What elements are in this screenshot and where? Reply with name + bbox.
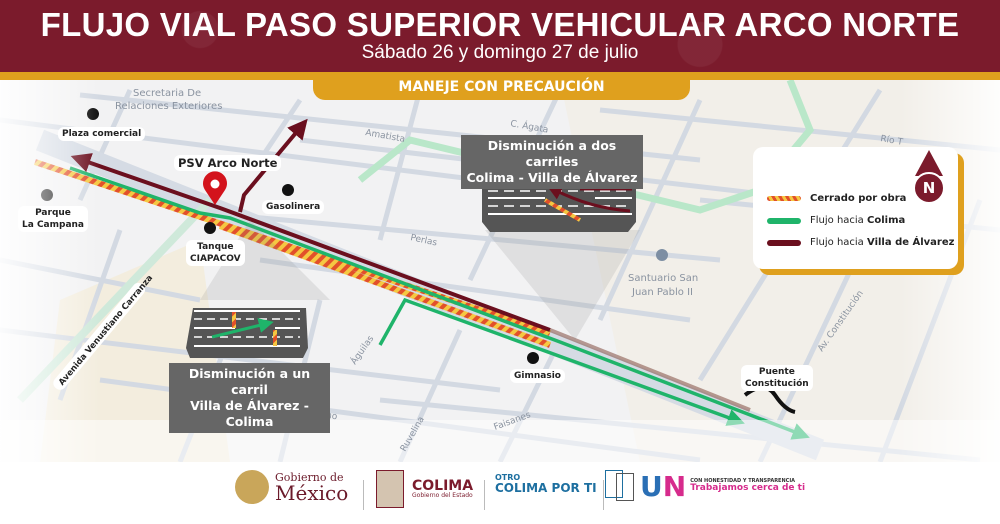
caution-banner: MANEJE CON PRECAUCIÓN	[313, 76, 690, 100]
logo-trabajamos: UN CON HONESTIDAD Y TRANSPARENCIA Trabaj…	[616, 470, 805, 503]
logo-text: COLIMA POR TI	[495, 481, 597, 495]
poi-label-tanque: Tanque CIAPACOV	[186, 240, 245, 266]
logo-colima-gobierno: COLIMA Gobierno del Estado	[376, 470, 473, 508]
svg-text:Relaciones Exteriores: Relaciones Exteriores	[115, 101, 222, 112]
logo-text: Gobierno del Estado	[412, 492, 473, 499]
logo-text: OTRO	[495, 473, 521, 482]
legend-colima: Flujo hacia Colima	[767, 215, 905, 226]
crest-icon	[376, 470, 404, 508]
callout-line: Villa de Álvarez - Colima	[190, 398, 309, 429]
legend-text: Flujo hacia	[810, 215, 867, 226]
poi-label-parque: Parque La Campana	[18, 206, 88, 232]
callout-line: Disminución a dos carriles	[487, 138, 617, 169]
svg-text:Río T: Río T	[879, 134, 904, 148]
svg-text:Juan Pablo II: Juan Pablo II	[631, 287, 693, 298]
svg-text:Secretaria De: Secretaria De	[133, 88, 201, 99]
footer	[0, 462, 1000, 524]
logo-otro-colima: OTRO COLIMA POR TI	[495, 470, 623, 498]
logo-text: COLIMA	[412, 478, 474, 494]
legend-text: Cerrado por obra	[810, 193, 907, 204]
divider	[363, 480, 364, 510]
callout-line: Colima - Villa de Álvarez	[466, 170, 638, 185]
logo-text: Trabajamos cerca de ti	[690, 483, 806, 494]
logo-text: CON HONESTIDAD Y TRANSPARENCIA	[690, 477, 796, 484]
legend-text: Flujo hacia	[810, 237, 867, 248]
north-label: N	[922, 179, 936, 197]
divider	[484, 480, 485, 510]
callout-line: Disminución a un carril	[188, 366, 311, 397]
main-pin-label: PSV Arco Norte	[174, 155, 282, 171]
crest-icon	[604, 470, 623, 498]
legend-villa: Flujo hacia Villa de Álvarez	[767, 237, 954, 248]
crest-icon	[616, 472, 634, 501]
maroon-swatch-icon	[767, 239, 801, 246]
hatch-swatch-icon	[767, 196, 801, 201]
legend-text: Villa de Álvarez	[867, 237, 955, 248]
legend-closed: Cerrado por obra	[767, 193, 906, 204]
svg-text:Santuario San: Santuario San	[628, 273, 698, 284]
page-title: FLUJO VIAL PASO SUPERIOR VEHICULAR ARCO …	[40, 6, 960, 43]
callout-two-lanes: Disminución a dos carriles Colima - Vill…	[461, 135, 643, 189]
poi-label-puente: Puente Constitución	[741, 365, 813, 391]
header-banner	[0, 0, 1000, 74]
green-swatch-icon	[767, 217, 801, 224]
north-arrow-icon: N	[913, 150, 945, 210]
poi-label-gimnasio: Gimnasio	[510, 369, 565, 383]
poi-label-plaza: Plaza comercial	[58, 127, 146, 141]
callout-one-lane: Disminución a un carril Villa de Álvarez…	[169, 363, 330, 433]
legend-text: Colima	[867, 215, 906, 226]
poi-label-gasolinera: Gasolinera	[262, 200, 325, 214]
un-logo-icon: UN	[640, 470, 687, 503]
divider	[603, 480, 604, 510]
logo-text: México	[275, 480, 349, 505]
page-subtitle: Sábado 26 y domingo 27 de julio	[361, 42, 639, 63]
logo-text: Gobierno de	[275, 470, 344, 484]
seal-icon	[235, 470, 269, 504]
logo-gobierno-mexico: Gobierno de México	[235, 470, 348, 504]
